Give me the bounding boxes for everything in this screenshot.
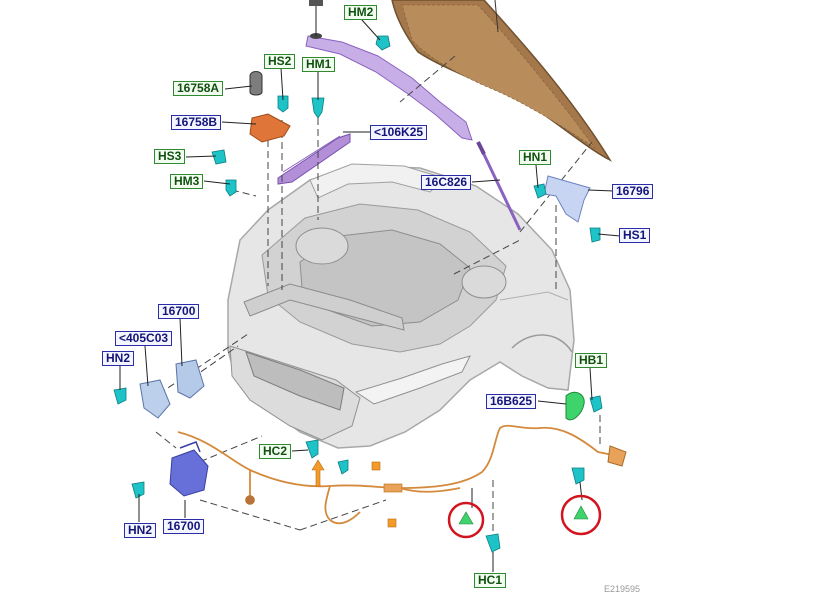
bracket-16758b	[249, 113, 291, 143]
cowl-panel-106k25	[277, 133, 351, 185]
label-16758a: 16758A	[173, 81, 224, 96]
clip-hm3	[225, 179, 237, 197]
label-16c826: 16C826	[421, 175, 472, 190]
label-hn2-top: HN2	[102, 351, 135, 366]
label-hc1: HC1	[474, 573, 507, 588]
hood-strut-16c826	[476, 141, 522, 231]
label-hm1: HM1	[302, 57, 336, 72]
label-hb1: HB1	[575, 353, 608, 368]
clip-hs2	[277, 95, 289, 113]
release-handle-16b625	[565, 391, 585, 421]
page-code: E219595	[604, 584, 641, 594]
label-hs2: HS2	[264, 54, 296, 69]
label-hm2: HM2	[344, 5, 378, 20]
label-hm3: HM3	[170, 174, 204, 189]
clip-hb1	[589, 395, 603, 413]
cable-end-bracket	[607, 445, 627, 467]
clip-hn2-bottom	[131, 481, 145, 499]
hood-panel	[391, 0, 613, 162]
cable-clip-arrow	[311, 459, 325, 487]
label-hn1: HN1	[519, 150, 552, 165]
bracket-405c03	[139, 379, 171, 419]
label-hs1: HS1	[619, 228, 651, 243]
label-hc2: HC2	[259, 444, 292, 459]
label-16700-bottom: 16700	[163, 519, 205, 534]
hood-release-cable	[177, 424, 619, 525]
label-16b625: 16B625	[486, 394, 537, 409]
label-16700-top: 16700	[158, 304, 200, 319]
clip-right	[571, 467, 585, 485]
clip-hc1	[485, 533, 501, 553]
clip-upper-center	[337, 459, 349, 475]
latch-16700-bottom	[169, 441, 209, 497]
label-106k25: <106K25	[370, 125, 428, 140]
cable-junctions	[245, 461, 403, 528]
clip-hs3	[211, 149, 227, 165]
bumper-16758a	[249, 71, 263, 96]
highlight-marker-left	[447, 501, 485, 539]
clip-hm1	[311, 97, 325, 119]
label-hs3: HS3	[154, 149, 186, 164]
hood-hinge-16796	[543, 175, 591, 223]
label-16796: 16796	[612, 184, 654, 199]
clip-hn1	[533, 183, 547, 199]
hood-seal-strip	[305, 35, 473, 141]
clip-hc2	[305, 439, 319, 459]
highlight-marker-right	[560, 494, 602, 536]
label-16758b: 16758B	[171, 115, 222, 130]
clip-hn2-top	[113, 387, 127, 405]
fastener-clips	[113, 35, 603, 553]
vehicle-front-end	[227, 163, 575, 449]
clip-hs1	[589, 227, 601, 243]
label-hn2-bottom: HN2	[124, 523, 157, 538]
label-405c03: <405C03	[115, 331, 173, 346]
latch-16700-top	[175, 359, 205, 399]
